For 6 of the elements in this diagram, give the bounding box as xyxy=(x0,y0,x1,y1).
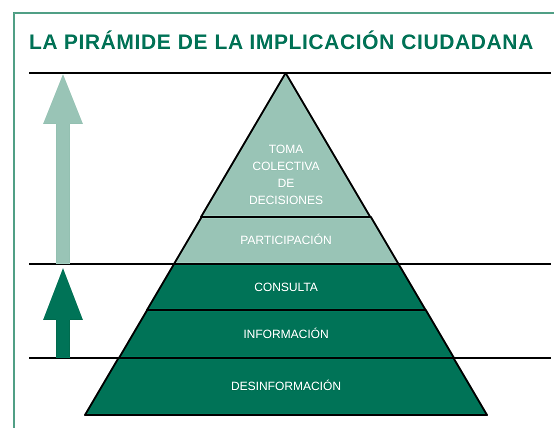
tier-label: PARTICIPACIÓN xyxy=(239,232,333,249)
title: LA PIRÁMIDE DE LA IMPLICACIÓN CIUDADANA xyxy=(29,31,534,55)
tier-label: CONSULTA xyxy=(253,278,319,296)
tier-label: INFORMACIÓN xyxy=(242,326,330,342)
tier-label: TOMA COLECTIVA DE DECISIONES xyxy=(248,141,324,209)
tier-label: DESINFORMACIÓN xyxy=(230,378,342,395)
